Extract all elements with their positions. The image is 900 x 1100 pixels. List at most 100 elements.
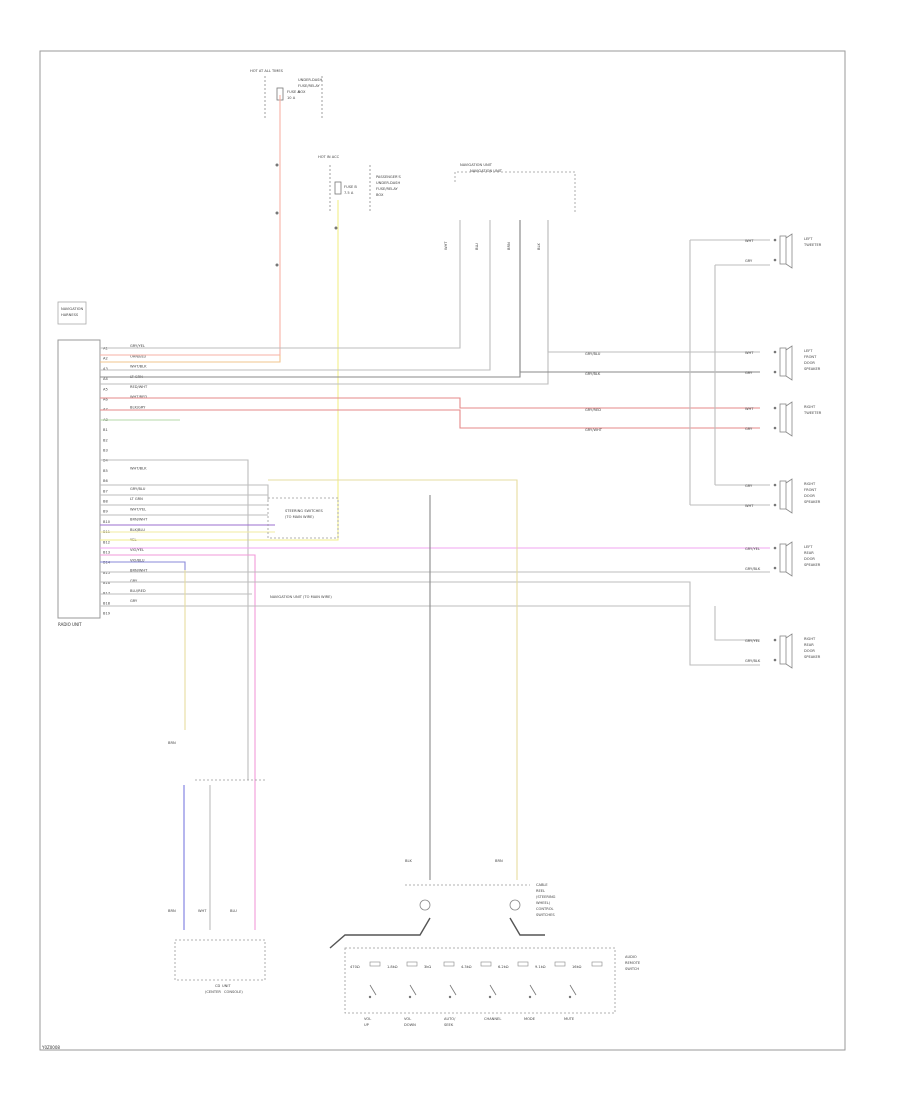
radio-unit-wire-label: ORN/BLU xyxy=(130,354,147,358)
ground-wire-label: BLK xyxy=(537,243,541,250)
switch-resistor-label: 9.1kΩ xyxy=(535,965,546,969)
cable-reel-note-3: (STEERING xyxy=(536,895,556,899)
wire-gray-a5 xyxy=(100,220,521,378)
cd-wire-label: BRN xyxy=(168,909,176,913)
speaker-wire-label: WHT xyxy=(745,504,754,508)
speaker-connector xyxy=(779,480,787,510)
speaker-wire-label: WHT xyxy=(745,351,754,355)
radio-unit-pin: B4 xyxy=(103,459,108,463)
cd-unit-sub-1: (CENTER xyxy=(205,990,221,994)
radio-unit-pin: B1 xyxy=(103,428,108,432)
radio-unit-wire-label: BRN/WHT xyxy=(130,518,148,522)
cable-reel-note-5: CONTROL xyxy=(536,907,554,911)
speaker-wire-label: GRY/BLU xyxy=(585,352,601,356)
cd-wire-label: WHT xyxy=(198,909,207,913)
speaker-wire-label: GRY xyxy=(745,484,753,488)
audio-remote-switch-title-2: REMOTE xyxy=(625,961,641,965)
radio-unit-pin: B13 xyxy=(103,551,110,555)
steering-wire-label: BRN xyxy=(495,859,503,863)
radio-unit-pin: B8 xyxy=(103,500,108,504)
speaker-icon xyxy=(785,345,793,381)
steering-wire-label: BLK xyxy=(405,859,412,863)
speaker-wire-label: WHT xyxy=(745,407,754,411)
switch-resistor xyxy=(443,961,455,967)
radio-unit-wire-label: WHT/RED xyxy=(130,395,147,399)
cd-unit-label-2: UNIT xyxy=(222,984,231,988)
cable-reel-note-4: WHEEL) xyxy=(536,901,551,905)
speaker-wire-label: GRY xyxy=(745,259,753,263)
switch-label: CHANNEL xyxy=(484,1017,501,1021)
connector-dot xyxy=(568,995,572,999)
speaker-wire-label: GRY/BLK xyxy=(745,659,761,663)
wire-gray-a4 xyxy=(100,220,491,371)
cable-reel-note-2: REEL xyxy=(536,889,545,893)
connector-dot xyxy=(773,350,777,354)
diagram-frame xyxy=(39,50,846,1051)
speaker-wire-label: GRY/BLK xyxy=(585,372,601,376)
radio-unit-pin: B16 xyxy=(103,581,111,585)
connector-frames: NAVIGATION UNIT NAVIGATION UNIT STEERING… xyxy=(267,163,576,599)
wires xyxy=(100,95,770,930)
connector-dot xyxy=(773,503,777,507)
ground-wire-label: BRN xyxy=(507,242,511,250)
cable-reel-right xyxy=(509,899,521,911)
wire-pink xyxy=(100,554,256,930)
radio-unit-wire-label: WHT/YEL xyxy=(130,507,146,511)
cd-unit-box xyxy=(174,939,266,981)
wire-red-pair-2 xyxy=(100,409,760,429)
connector-dot xyxy=(408,995,412,999)
fuse-a-label: FUSE A xyxy=(287,90,300,94)
speaker-label: LEFT xyxy=(804,237,813,241)
connector-dot xyxy=(528,995,532,999)
speaker-label: LEFT xyxy=(804,349,813,353)
radio-unit-wire-label: RED/WHT xyxy=(130,385,148,389)
cd-wire-label: BRN xyxy=(168,741,176,745)
radio-unit-pin: B14 xyxy=(103,561,111,565)
radio-unit-wire-label: WHT/BLK xyxy=(130,467,147,471)
hot-in-acc-label: HOT IN ACC xyxy=(318,155,340,159)
speaker-icon xyxy=(785,633,793,669)
speaker-label: TWEETER xyxy=(803,243,822,247)
connector-dot xyxy=(275,263,279,267)
radio-unit-pin: A4 xyxy=(103,377,108,381)
speaker-label: FRONT xyxy=(804,355,817,359)
switch-contact xyxy=(369,984,377,996)
radio-unit-harness-box xyxy=(57,301,87,325)
wire-red-pair-1 xyxy=(100,397,760,409)
switch-label: AUTO/ xyxy=(444,1017,456,1021)
fuse-b-note-2: UNDER-DASH xyxy=(376,181,400,185)
speaker-label: DOOR xyxy=(804,494,815,498)
radio-unit-box xyxy=(57,339,101,619)
radio-unit-pin: B19 xyxy=(103,612,111,616)
switch-label: DOWN xyxy=(404,1023,416,1027)
switch-resistor-label: 16kΩ xyxy=(572,965,582,969)
switch-resistor-label: 470Ω xyxy=(350,965,360,969)
speaker-connector xyxy=(779,543,787,573)
speaker-label: SPEAKER xyxy=(804,500,821,504)
speaker-label: LEFT xyxy=(804,545,813,549)
switch-contact xyxy=(569,984,577,996)
steering-switch-connector xyxy=(267,497,339,539)
switch-dark-wire-left xyxy=(329,917,431,949)
speaker-connector xyxy=(779,403,787,433)
radio-unit-pin: A5 xyxy=(103,387,108,391)
fuse-b-note-1: PASSENGER'S xyxy=(376,175,401,179)
radio-unit-wire-label: GRY/BLU xyxy=(130,487,146,491)
radio-unit-wire-label: BLK/GRY xyxy=(130,405,146,409)
wire-tan-steering xyxy=(268,479,518,880)
radio-unit-wire-label: BLU/RED xyxy=(130,589,146,593)
diagram-code: Y0Z0008 xyxy=(41,1045,60,1050)
speaker-wire-label: GRY/BLK xyxy=(745,567,761,571)
connector-dot xyxy=(773,546,777,550)
speaker-label: SPEAKER xyxy=(804,655,821,659)
switch-resistor-label: 3kΩ xyxy=(424,965,431,969)
radio-unit-pin: A3 xyxy=(103,367,108,371)
connector-dot xyxy=(275,163,279,167)
speaker-icon xyxy=(785,233,793,269)
switch-resistor xyxy=(591,961,603,967)
connector-dot xyxy=(448,995,452,999)
